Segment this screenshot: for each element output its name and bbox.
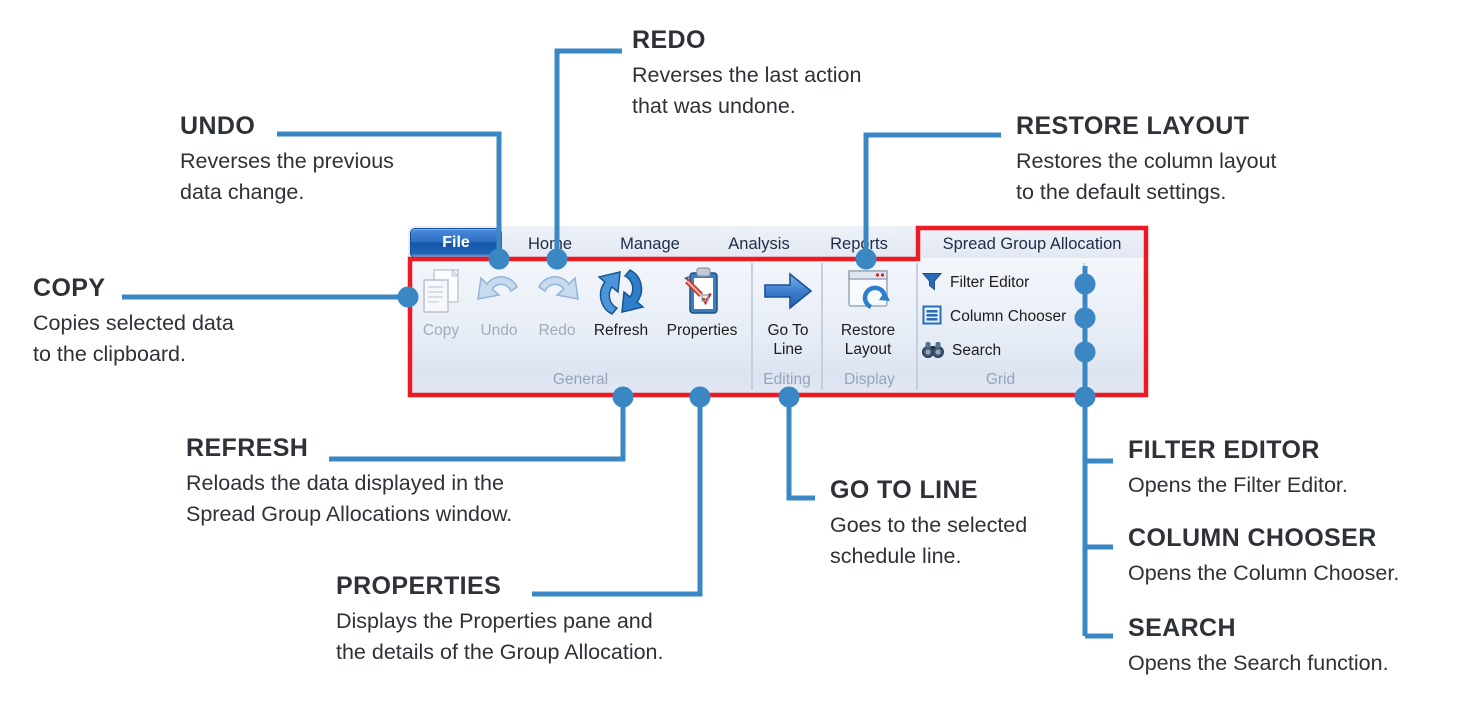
- undo-label: Undo: [480, 322, 518, 339]
- tab-file[interactable]: File: [410, 228, 502, 258]
- search-label: Search: [952, 342, 1002, 359]
- callout-filter-editor-title: FILTER EDITOR: [1128, 436, 1320, 464]
- callout-column-chooser: COLUMN CHOOSER Opens the Column Chooser.: [1128, 524, 1399, 589]
- refresh-button[interactable]: Refresh: [585, 263, 657, 340]
- copy-button[interactable]: Copy: [413, 263, 469, 340]
- go-to-line-label-1: Go To: [767, 322, 809, 339]
- restore-layout-label-1: Restore: [840, 322, 896, 339]
- go-to-line-label-2: Line: [773, 341, 803, 358]
- callout-redo-line1: Reverses the last action: [632, 63, 862, 87]
- callout-properties-title: PROPERTIES: [336, 572, 502, 600]
- callout-properties: PROPERTIES Displays the Properties pane …: [336, 572, 664, 668]
- callout-search: SEARCH Opens the Search function.: [1128, 614, 1389, 679]
- filter-icon: [921, 270, 943, 297]
- column-chooser-button[interactable]: Column Chooser: [921, 304, 1066, 330]
- tab-file-label: File: [442, 234, 470, 251]
- callout-go-to-line-line1: Goes to the selected: [830, 513, 1028, 537]
- callout-column-chooser-line1: Opens the Column Chooser.: [1128, 561, 1400, 585]
- callout-refresh-line1: Reloads the data displayed in the: [186, 471, 504, 495]
- callout-search-title: SEARCH: [1128, 614, 1236, 642]
- callout-redo-title: REDO: [632, 26, 706, 54]
- undo-icon: [473, 263, 525, 321]
- restore-layout-label-2: Layout: [844, 341, 892, 358]
- go-to-line-connector-line: [786, 395, 815, 501]
- group-label-editing: Editing: [763, 371, 811, 388]
- callout-restore-layout: RESTORE LAYOUT Restores the column layou…: [1016, 112, 1277, 208]
- callout-restore-layout-title: RESTORE LAYOUT: [1016, 112, 1250, 140]
- go-to-line-button[interactable]: Go To Line: [756, 263, 820, 359]
- callout-properties-line1: Displays the Properties pane and: [336, 609, 653, 633]
- copy-label: Copy: [422, 322, 460, 339]
- column-chooser-label: Column Chooser: [950, 308, 1067, 325]
- tab-manage[interactable]: Manage: [620, 235, 680, 253]
- callout-restore-layout-line1: Restores the column layout: [1016, 149, 1277, 173]
- refresh-label: Refresh: [593, 322, 649, 339]
- callout-undo: UNDO Reverses the previous data change.: [180, 112, 394, 208]
- callout-copy-line2: to the clipboard.: [33, 342, 186, 366]
- filter-editor-label: Filter Editor: [950, 274, 1030, 291]
- callout-restore-layout-line2: to the default settings.: [1016, 180, 1227, 204]
- callout-copy: COPY Copies selected data to the clipboa…: [33, 274, 234, 370]
- restore-layout-icon: [840, 263, 896, 321]
- callout-undo-line2: data change.: [180, 180, 305, 204]
- redo-button[interactable]: Redo: [529, 263, 585, 340]
- callout-search-line1: Opens the Search function.: [1128, 651, 1389, 675]
- column-chooser-icon: [921, 304, 943, 331]
- callout-go-to-line-title: GO TO LINE: [830, 476, 978, 504]
- properties-label: Properties: [666, 322, 738, 339]
- properties-icon: [676, 263, 728, 321]
- callout-copy-line1: Copies selected data: [33, 311, 234, 335]
- callout-go-to-line: GO TO LINE Goes to the selected schedule…: [830, 476, 1027, 572]
- callout-redo: REDO Reverses the last action that was u…: [632, 26, 861, 122]
- callout-copy-title: COPY: [33, 274, 106, 302]
- callout-redo-line2: that was undone.: [632, 94, 796, 118]
- group-label-grid: Grid: [985, 371, 1016, 388]
- callout-undo-line1: Reverses the previous: [180, 149, 394, 173]
- properties-connector-line: [532, 395, 703, 597]
- properties-button[interactable]: Properties: [659, 263, 745, 340]
- search-binoculars-icon: [921, 338, 945, 365]
- group-separator: [1083, 263, 1085, 390]
- callout-refresh-line2: Spread Group Allocations window.: [186, 502, 513, 526]
- redo-icon: [531, 263, 583, 321]
- callout-undo-title: UNDO: [180, 112, 256, 140]
- search-button[interactable]: Search: [921, 338, 1001, 364]
- tab-home[interactable]: Home: [527, 235, 573, 253]
- filter-editor-button[interactable]: Filter Editor: [921, 270, 1029, 296]
- callout-filter-editor-line1: Opens the Filter Editor.: [1128, 473, 1348, 497]
- refresh-icon: [594, 263, 648, 321]
- tab-reports[interactable]: Reports: [830, 235, 888, 253]
- group-label-display: Display: [844, 371, 895, 388]
- callout-refresh-title: REFRESH: [186, 434, 309, 462]
- callout-refresh: REFRESH Reloads the data displayed in th…: [186, 434, 512, 530]
- callout-filter-editor: FILTER EDITOR Opens the Filter Editor.: [1128, 436, 1348, 501]
- restore-layout-button[interactable]: Restore Layout: [826, 263, 910, 359]
- go-to-line-icon: [760, 263, 816, 321]
- group-label-general: General: [552, 371, 609, 388]
- callout-properties-line2: the details of the Group Allocation.: [336, 640, 664, 664]
- tab-analysis[interactable]: Analysis: [728, 235, 790, 253]
- copy-icon: [415, 263, 467, 321]
- tab-spread-group-allocation[interactable]: Spread Group Allocation: [942, 235, 1122, 253]
- callout-column-chooser-title: COLUMN CHOOSER: [1128, 524, 1377, 552]
- undo-button[interactable]: Undo: [471, 263, 527, 340]
- callout-go-to-line-line2: schedule line.: [830, 544, 962, 568]
- redo-label: Redo: [538, 322, 576, 339]
